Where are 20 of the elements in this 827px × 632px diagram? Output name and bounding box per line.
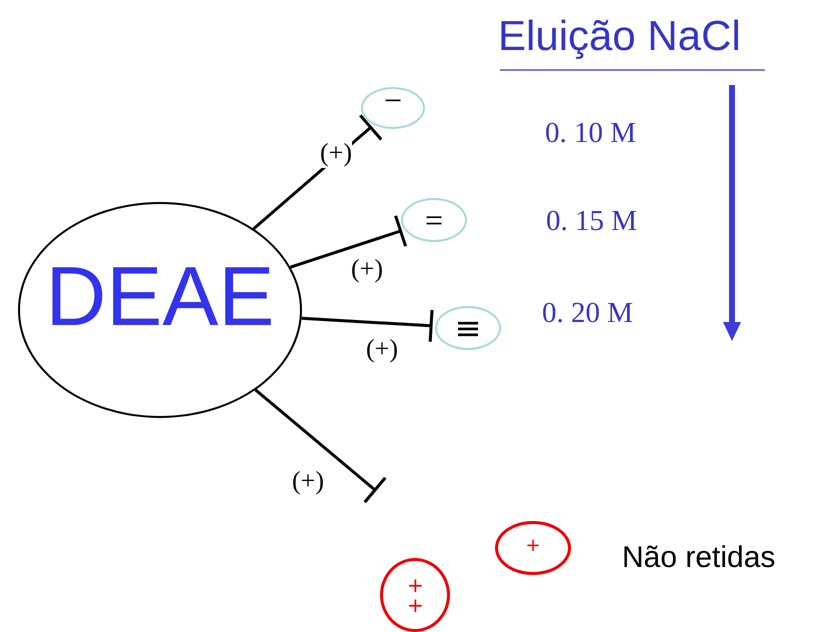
concentration-label: 0. 20 M (542, 297, 634, 330)
charge-ellipse (401, 198, 467, 242)
ligand-arm (254, 388, 387, 504)
charge-sign: + + (407, 575, 423, 615)
heading: Eluição NaCl (498, 12, 741, 60)
ligand-arm (290, 214, 408, 269)
charge-ellipse (380, 558, 450, 632)
charge-ellipse (435, 306, 501, 350)
concentration-label: 0. 15 M (546, 205, 638, 238)
note-text: Não retidas (622, 541, 776, 575)
charge-ellipse (361, 87, 425, 129)
charge-ellipse (495, 521, 571, 575)
concentration-label: 0. 10 M (545, 117, 636, 150)
charge-sign: − (384, 84, 402, 116)
bead-label: DEAE (46, 254, 274, 338)
ion-exchange-bead (18, 202, 302, 418)
charge-sign: + (525, 537, 541, 555)
ligand-arm (302, 308, 434, 344)
charge-sign: ≡ (454, 312, 482, 344)
charge-sign: = (424, 204, 444, 236)
